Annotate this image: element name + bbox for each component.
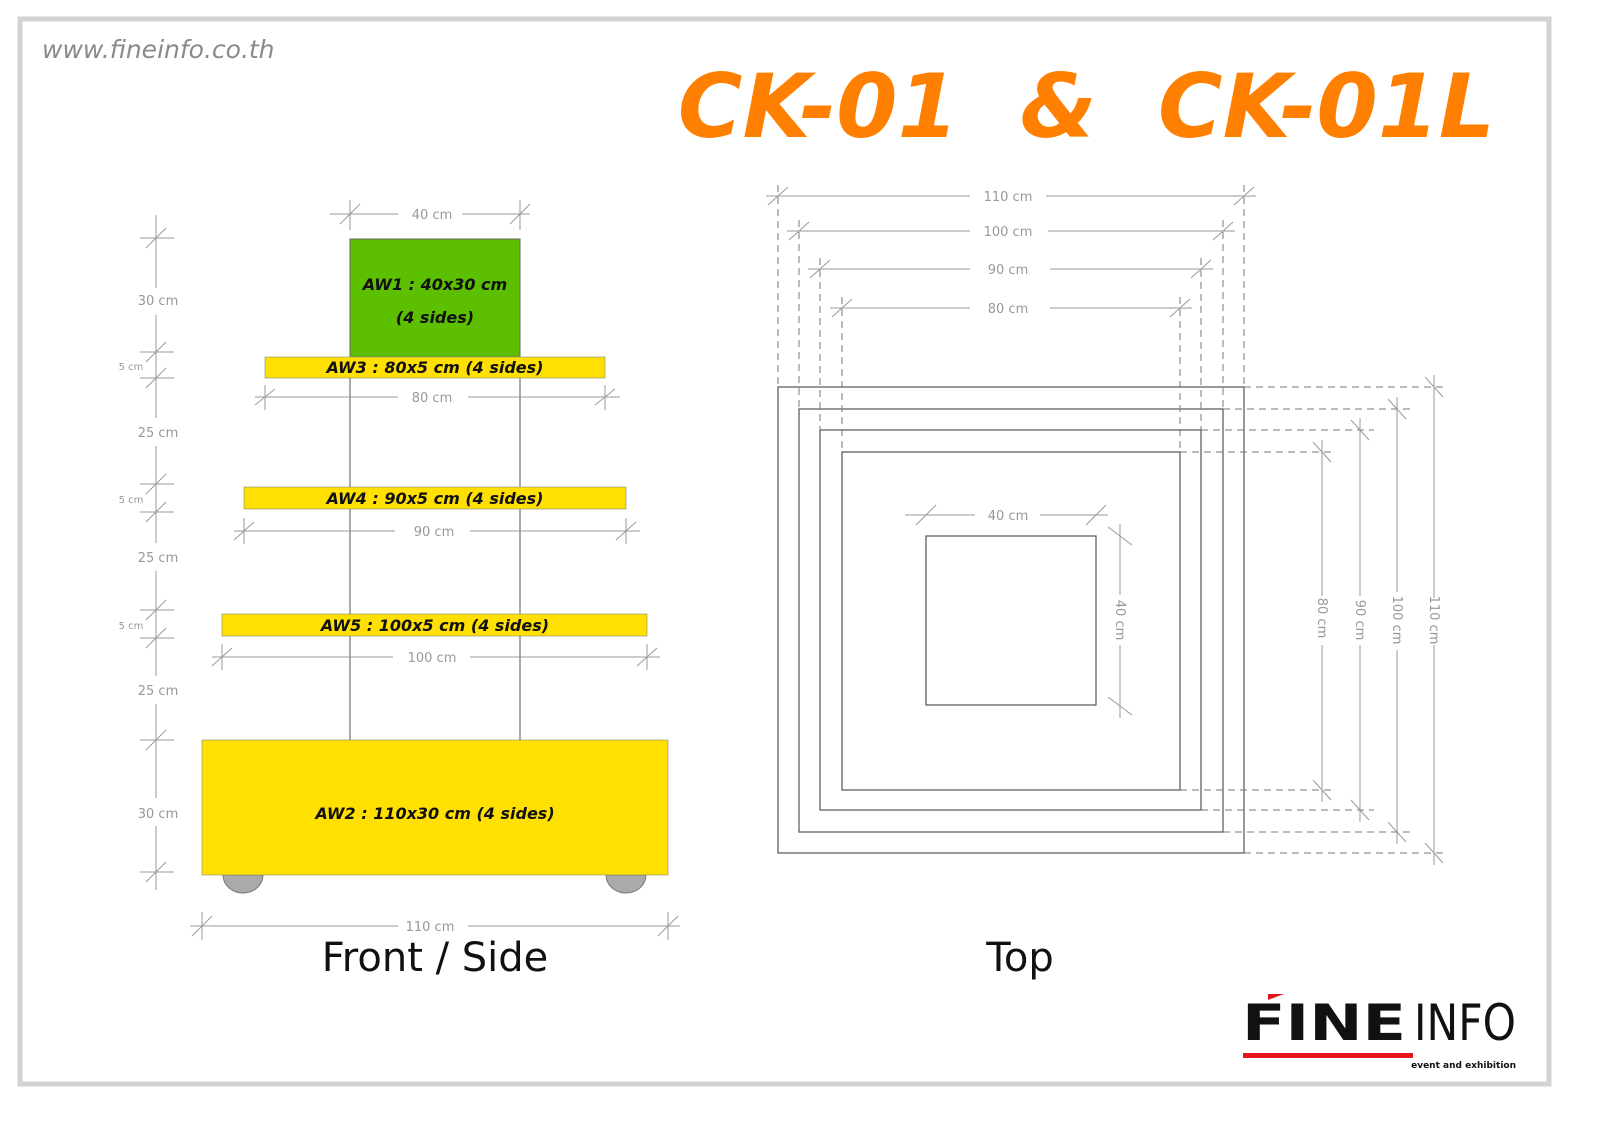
- height-label: 25 cm: [138, 684, 179, 699]
- side-dim-90: 90 cm: [1352, 600, 1367, 641]
- logo-info: INFO: [1414, 994, 1516, 1052]
- aw2-panel: [201, 739, 669, 876]
- logo-fine: FINE: [1242, 994, 1406, 1052]
- page-frame: [17, 16, 1552, 1087]
- top-view: 110 cm 100 cm 90 cm 80 cm 40 cm 40 cm 80…: [766, 185, 1448, 981]
- height-dim-chain: [140, 215, 174, 890]
- height-label: 25 cm: [138, 426, 179, 441]
- dim-100: [211, 644, 660, 670]
- dim-80-label: 80 cm: [412, 391, 453, 406]
- website-url: www.fineinfo.co.th: [42, 35, 275, 64]
- top-dim-90: 90 cm: [988, 263, 1029, 278]
- side-dim-110: 110 cm: [1426, 596, 1441, 645]
- top-dim-100: 100 cm: [984, 225, 1033, 240]
- square-80: [841, 451, 1181, 791]
- dim-110-label: 110 cm: [406, 920, 455, 935]
- aw1-sides: (4 sides): [396, 308, 474, 327]
- extension-lines: [777, 185, 1448, 854]
- aw5-panel: [221, 613, 648, 637]
- front-side-caption: Front / Side: [322, 935, 549, 981]
- aw1-label: AW1 : 40x30 cm: [361, 275, 507, 294]
- height-label: 25 cm: [138, 551, 179, 566]
- aw3-panel: [264, 356, 606, 379]
- square-90: [819, 429, 1202, 811]
- aw4-panel: [243, 486, 627, 510]
- aw2-label: AW2 : 110x30 cm (4 sides): [313, 804, 554, 823]
- aw1-panel: [349, 238, 521, 358]
- square-100: [798, 408, 1224, 833]
- top-dim-110: 110 cm: [984, 190, 1033, 205]
- aw5-label: AW5 : 100x5 cm (4 sides): [319, 616, 549, 635]
- right-wheel: [605, 874, 647, 894]
- left-wheel: [222, 874, 264, 894]
- dim-90-label: 90 cm: [414, 525, 455, 540]
- dim-90: [233, 518, 640, 544]
- square-40: [925, 535, 1097, 706]
- aw3-label: AW3 : 80x5 cm (4 sides): [324, 358, 543, 377]
- logo-tagline: event and exhibition: [1411, 1061, 1516, 1071]
- logo-underline: [1243, 1053, 1413, 1058]
- height-label: 5 cm: [119, 621, 144, 632]
- side-dim-80: 80 cm: [1314, 598, 1329, 639]
- dim-110: [190, 912, 680, 940]
- product-title: CK-01 & CK-01L: [678, 55, 1495, 158]
- height-label: 5 cm: [119, 495, 144, 506]
- top-caption: Top: [985, 935, 1054, 981]
- aw4-label: AW4 : 90x5 cm (4 sides): [324, 489, 543, 508]
- dim-40-label: 40 cm: [412, 208, 453, 223]
- dim-80: [254, 385, 620, 410]
- fineinfo-logo: FINE INFO event and exhibition: [1242, 994, 1516, 1071]
- top-dim-lines: [766, 186, 1444, 865]
- height-label: 30 cm: [138, 294, 179, 309]
- side-dim-100: 100 cm: [1389, 596, 1404, 645]
- inner-width-label: 40 cm: [988, 509, 1029, 524]
- dim-40: [330, 200, 531, 230]
- top-dim-80: 80 cm: [988, 302, 1029, 317]
- square-110: [777, 386, 1245, 854]
- inner-height-label: 40 cm: [1112, 600, 1127, 641]
- height-label: 5 cm: [119, 362, 144, 373]
- height-label: 30 cm: [138, 807, 179, 822]
- front-view: AW1 : 40x30 cm (4 sides) AW3 : 80x5 cm (…: [119, 200, 680, 981]
- logo-accent: [1268, 994, 1284, 1000]
- dim-100-label: 100 cm: [408, 651, 457, 666]
